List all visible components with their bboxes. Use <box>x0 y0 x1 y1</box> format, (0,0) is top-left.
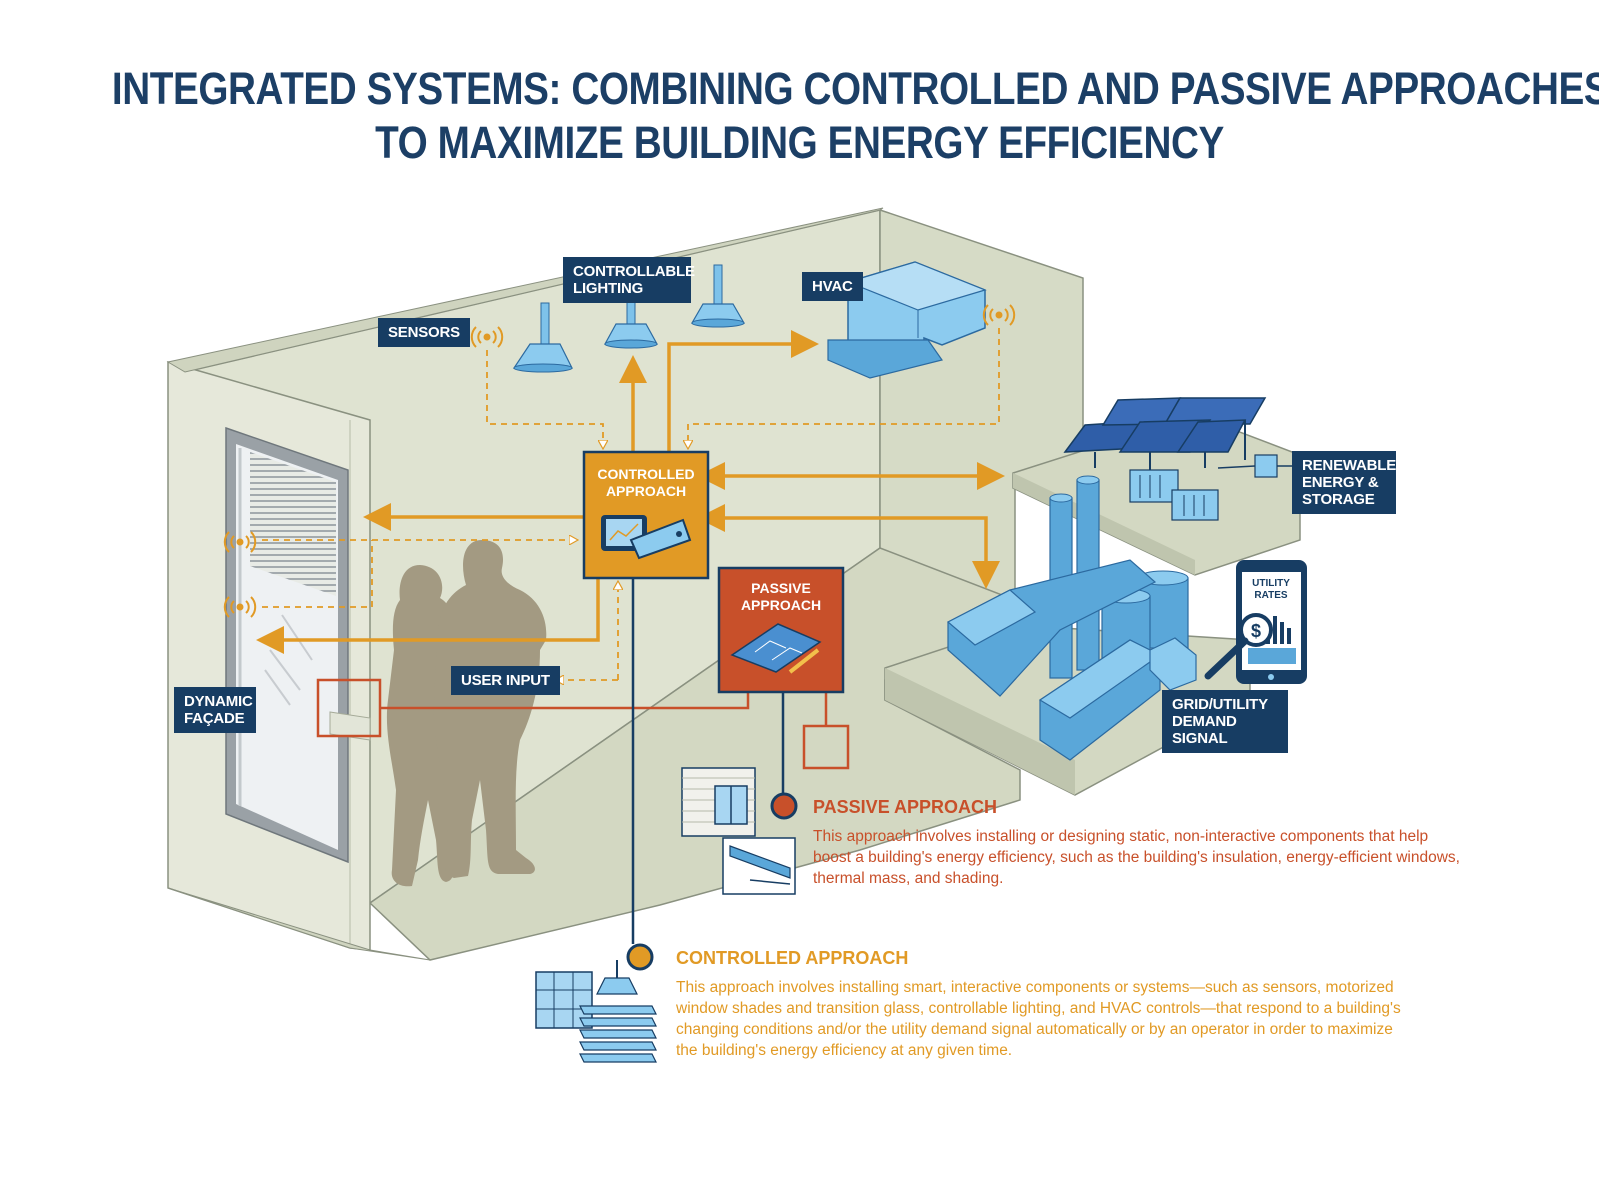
passive-legend-text: This approach involves installing or des… <box>813 828 1460 887</box>
control-arrows <box>256 330 1005 654</box>
inverter-icon <box>1217 454 1292 478</box>
left-wall-edge <box>167 887 431 961</box>
solar-panel-icon <box>1063 397 1267 470</box>
hvac-duct-icon <box>827 261 987 379</box>
window-icon <box>681 767 796 895</box>
power-plant-icon <box>884 475 1251 796</box>
controlled-approach-box <box>582 450 710 580</box>
renewable-energy-label: RENEWABLE ENERGY & STORAGE <box>1292 451 1396 514</box>
blueprint-icon <box>730 623 822 674</box>
grid-utility-label: GRID/UTILITY DEMAND SIGNAL <box>1162 690 1288 753</box>
passive-approach-title: PASSIVE APPROACH <box>740 580 822 613</box>
lamp-icon <box>690 264 746 328</box>
wifi-signal-icon <box>223 596 257 618</box>
window-blinds <box>250 452 336 596</box>
page-title: INTEGRATED SYSTEMS: COMBINING CONTROLLED… <box>111 62 1599 170</box>
wifi-signal-icon <box>470 326 504 348</box>
utility-tablet-icon: $ <box>1204 560 1307 684</box>
dynamic-facade-label: DYNAMIC FAÇADE <box>174 687 256 733</box>
remote-icon <box>629 518 692 560</box>
passive-links <box>316 678 850 795</box>
lamp-icon <box>596 960 638 995</box>
utility-rates-text: UTILITY RATES <box>1252 578 1290 601</box>
passive-legend-heading: PASSIVE APPROACH <box>813 797 998 817</box>
floor <box>368 547 1021 961</box>
controllable-lighting-label: CONTROLLABLE LIGHTING <box>563 257 695 303</box>
hvac-label: HVAC <box>802 272 863 301</box>
controlled-legend-heading: CONTROLLED APPROACH <box>676 948 909 968</box>
passive-approach-box <box>717 566 845 694</box>
renewable-platform <box>1012 397 1301 576</box>
wifi-signal-icon <box>982 304 1016 326</box>
dynamic-facade-window <box>225 426 371 864</box>
svg-text:$: $ <box>1251 621 1261 641</box>
passive-legend-dot <box>770 792 798 820</box>
lamp-icon <box>512 302 573 373</box>
sensors-label: SENSORS <box>378 318 470 347</box>
title-line-1: INTEGRATED SYSTEMS: COMBINING CONTROLLED… <box>111 63 1599 114</box>
magnifier-dollar-icon: $ <box>1204 613 1291 680</box>
shade-blinds-icon <box>535 960 657 1063</box>
controlled-approach-title: CONTROLLED APPROACH <box>597 466 695 499</box>
sensor-signal-lines <box>262 328 1000 680</box>
title-line-2: TO MAXIMIZE BUILDING ENERGY EFFICIENCY <box>375 117 1224 168</box>
wifi-signal-icon <box>223 531 257 553</box>
lamp-icon <box>603 299 659 349</box>
controlled-legend-dot <box>626 943 654 971</box>
user-input-label: USER INPUT <box>451 666 560 695</box>
battery-icon <box>1129 469 1219 521</box>
controlled-legend-text: This approach involves installing smart,… <box>676 979 1401 1059</box>
